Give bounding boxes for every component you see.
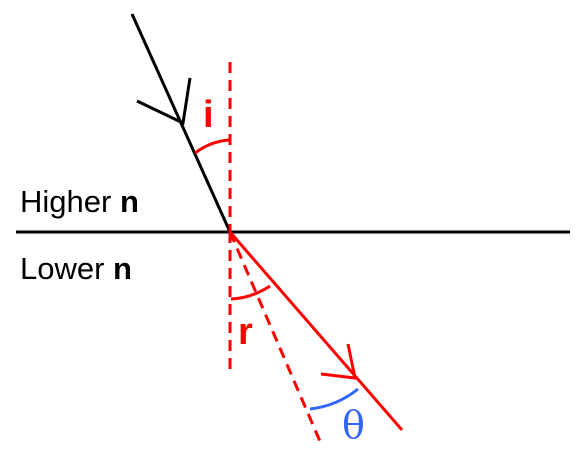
higher-index-word: Higher (20, 184, 120, 219)
lower-index-symbol: n (113, 251, 132, 286)
refracted-ray (228, 231, 404, 431)
refraction-angle-label: r (238, 311, 253, 353)
refracted-ray-arrowhead (320, 343, 357, 380)
lower-index-label: Lower n (20, 251, 132, 286)
higher-index-label: Higher n (20, 184, 139, 219)
refraction-angle-arc (230, 284, 271, 301)
incidence-angle-label: i (203, 94, 214, 136)
incident-ray-arrowhead (136, 77, 192, 126)
deviation-angle-label: θ (342, 403, 365, 447)
higher-index-symbol: n (120, 184, 139, 219)
lower-index-word: Lower (20, 251, 113, 286)
deviation-angle-arc (309, 387, 359, 411)
incidence-angle-arc (194, 138, 231, 155)
incident-ray-extension (228, 231, 324, 447)
